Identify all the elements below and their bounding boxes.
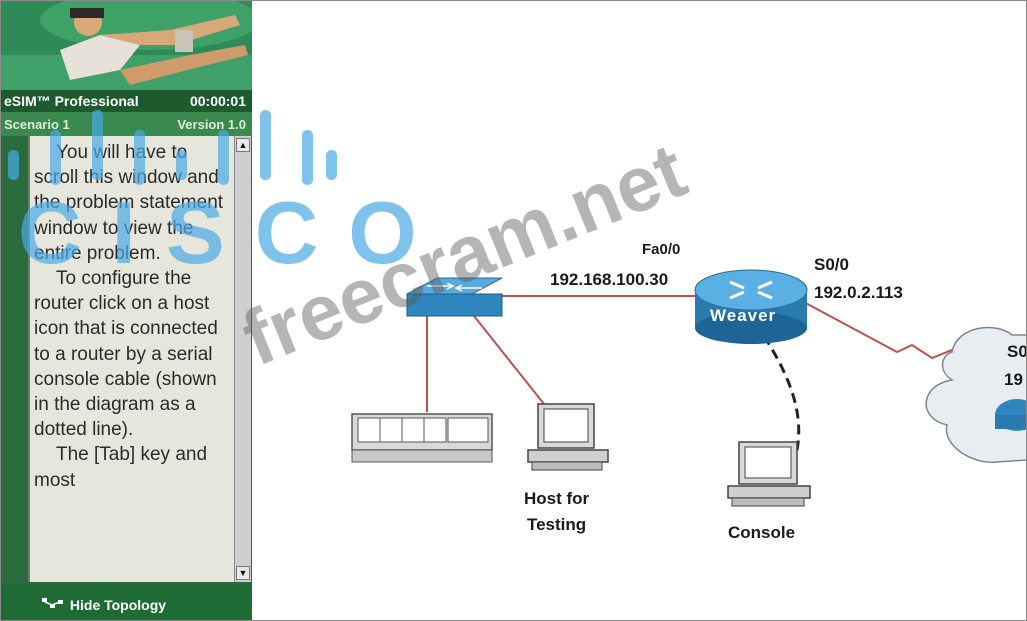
problem-text: You will have to scroll this window and … (34, 140, 232, 493)
fa00-interface-label: Fa0/0 (642, 241, 681, 258)
host-for-testing-label[interactable]: Host for Testing (524, 486, 589, 538)
topology-svg (351, 269, 1027, 507)
cloud-icon (925, 326, 1027, 463)
left-panel: eSIM™ Professional 00:00:01 Scenario 1 V… (0, 0, 252, 621)
vertical-scrollbar[interactable]: ▲ ▼ (234, 136, 251, 582)
footer-bar: Hide Topology (0, 584, 252, 621)
scenario-bar: Scenario 1 Version 1.0 (0, 112, 252, 136)
console-label[interactable]: Console (728, 523, 796, 542)
cloud-interface-label: S0 (1007, 342, 1027, 361)
banner-image (0, 0, 252, 90)
hub-icon (351, 413, 493, 463)
hide-topology-button[interactable]: Hide Topology (42, 597, 166, 613)
topology-icon (42, 597, 68, 613)
title-bar: eSIM™ Professional 00:00:01 (0, 90, 252, 112)
problem-statement-window[interactable]: You will have to scroll this window and … (28, 136, 236, 582)
version-label: Version 1.0 (177, 117, 246, 132)
problem-paragraph: You will have to scroll this window and … (34, 142, 224, 264)
problem-paragraph: To configure the router click on a host … (34, 268, 218, 441)
timer: 00:00:01 (189, 93, 246, 109)
console-pc-icon (727, 441, 811, 507)
network-topology-diagram: Fa0/0 192.168.100.30 S0/0 192.0.2.113 We… (252, 0, 1027, 621)
host-label-line2: Testing (526, 515, 587, 534)
host-label-line1: Host for (524, 489, 590, 508)
scroll-down-arrow-icon[interactable]: ▼ (236, 566, 250, 580)
scenario-label: Scenario 1 (4, 117, 70, 132)
problem-paragraph: The [Tab] key and most (34, 444, 208, 491)
router-name-label[interactable]: Weaver (710, 306, 777, 325)
hide-topology-label: Hide Topology (69, 597, 167, 613)
scroll-up-arrow-icon[interactable]: ▲ (236, 138, 250, 152)
s00-interface-label: S0/0 (814, 255, 849, 274)
switch-icon (406, 277, 503, 317)
router-icon (694, 269, 808, 344)
fa00-ip-address: 192.168.100.30 (550, 270, 669, 289)
s00-ip-address: 192.0.2.113 (814, 283, 903, 302)
host-pc-icon (527, 403, 609, 471)
cloud-ip-label: 19 (1004, 370, 1023, 389)
app-title: eSIM™ Professional (4, 93, 139, 109)
switch-host-link (473, 315, 553, 415)
banner-illustration (0, 0, 252, 90)
